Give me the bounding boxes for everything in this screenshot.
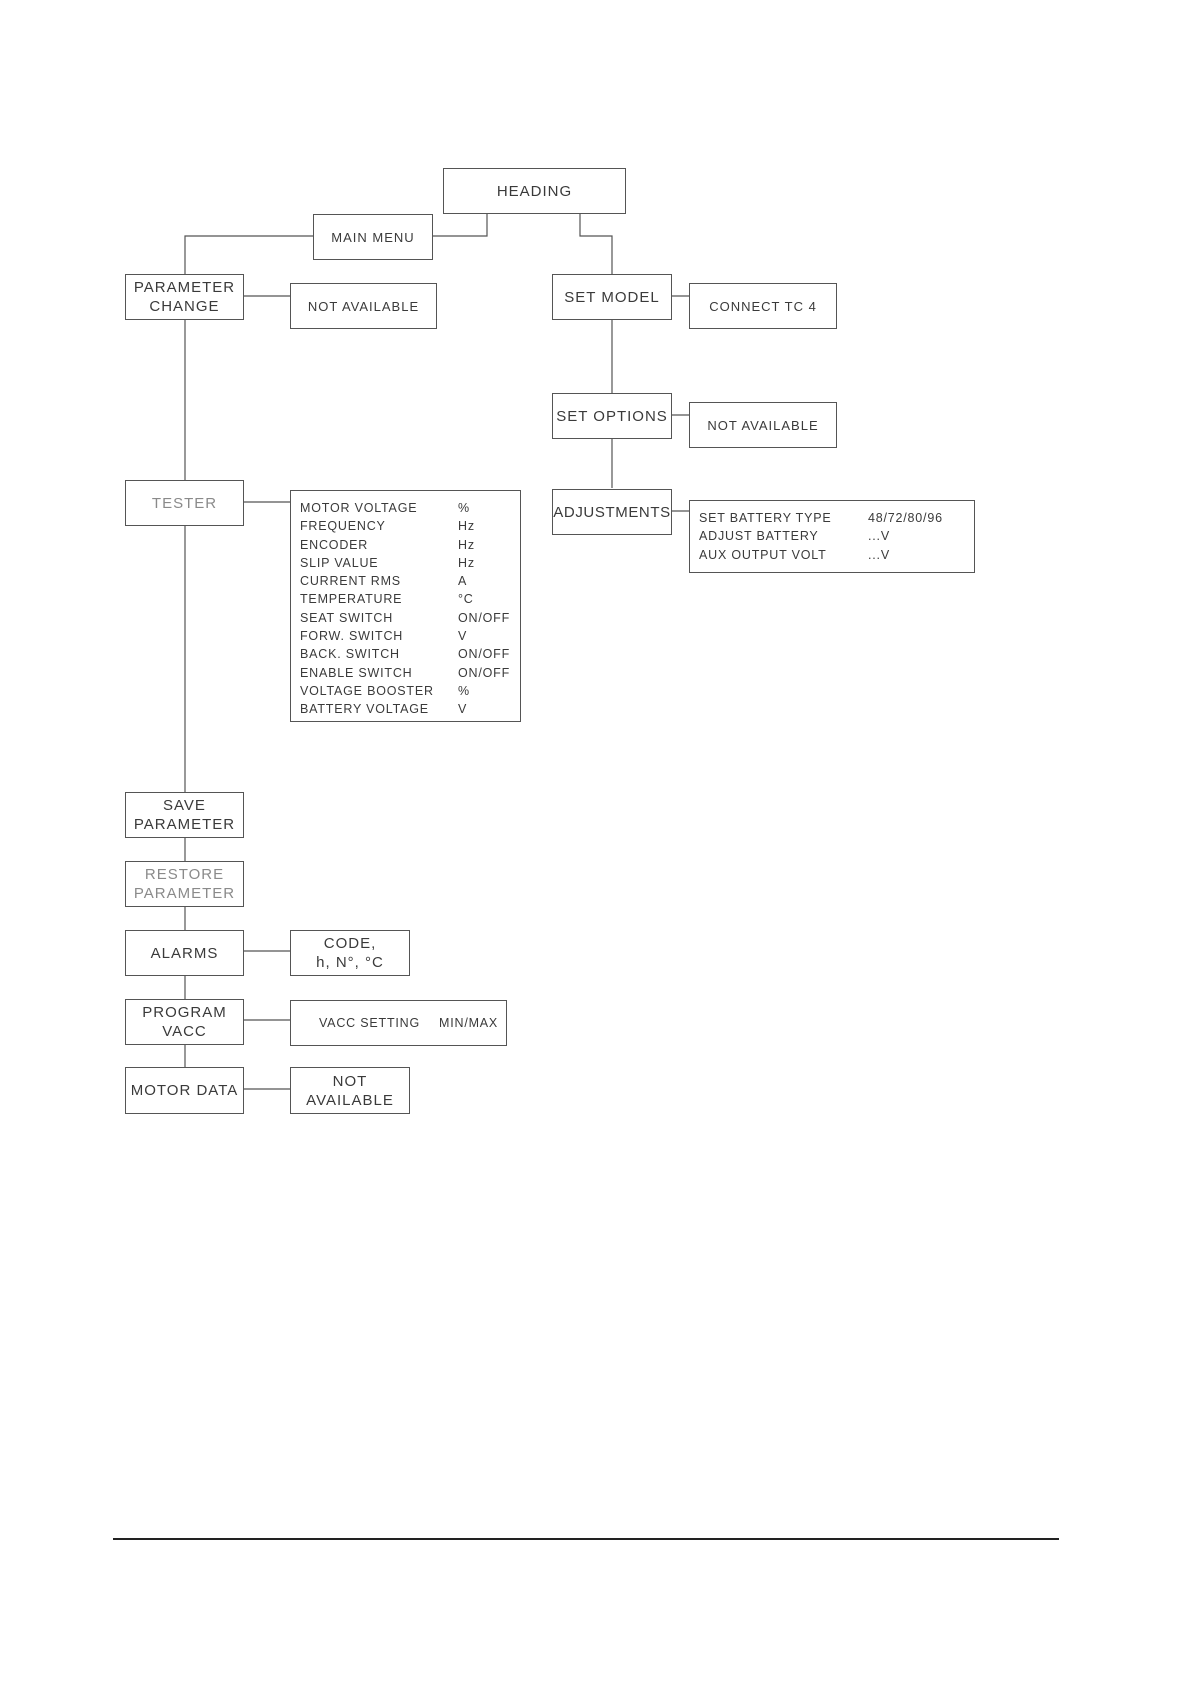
parameter-change-detail-box: NOT AVAILABLE (290, 283, 437, 329)
heading-label: HEADING (496, 182, 573, 200)
alarms-box: ALARMS (125, 930, 244, 976)
tester-item-row: TEMPERATURE °C (300, 590, 520, 608)
tester-item-row: SLIP VALUE Hz (300, 554, 520, 572)
connector-mainmenu-spine (184, 235, 313, 274)
motor-data-detail-box: NOT AVAILABLE (290, 1067, 410, 1114)
parameter-change-line-2: CHANGE (149, 298, 220, 315)
tester-item-row: CURRENT RMS A (300, 572, 520, 590)
tester-item-value: ON/OFF (458, 610, 511, 625)
tester-item-value: ON/OFF (458, 647, 511, 662)
tester-item-value: Hz (458, 537, 475, 552)
program-vacc-line-2: VACC (162, 1023, 207, 1040)
adjustment-item-row: SET BATTERY TYPE 48/72/80/96 (699, 509, 974, 527)
restore-parameter-line-1: RESTORE (144, 866, 225, 883)
vacc-setting-label: VACC SETTING (318, 1015, 421, 1030)
restore-parameter-line-2: PARAMETER (133, 885, 236, 902)
set-model-detail-label: CONNECT TC 4 (709, 298, 817, 314)
adjustment-item-label: AUX OUTPUT VOLT (699, 547, 827, 562)
adjustment-item-label: ADJUST BATTERY (699, 529, 819, 544)
program-vacc-detail-box: VACC SETTING MIN/MAX (290, 1000, 507, 1046)
save-parameter-line-1: SAVE (163, 797, 206, 814)
adjustment-item-value: ...V (868, 547, 890, 562)
alarms-detail-line-1: CODE, (323, 935, 377, 952)
tester-item-row: FORW. SWITCH V (300, 627, 520, 645)
tester-item-label: CURRENT RMS (300, 574, 401, 589)
tester-item-value: ON/OFF (458, 665, 511, 680)
tester-item-label: ENCODER (300, 537, 369, 552)
motor-data-detail-line-1: NOT (332, 1072, 368, 1090)
tester-item-row: ENABLE SWITCH ON/OFF (300, 664, 520, 682)
tester-item-label: ENABLE SWITCH (300, 665, 413, 680)
tester-item-row: BACK. SWITCH ON/OFF (300, 645, 520, 663)
save-parameter-line-2: PARAMETER (133, 816, 236, 833)
footer-rule (113, 1538, 1059, 1540)
tester-item-label: MOTOR VOLTAGE (300, 501, 418, 515)
tester-item-label: TEMPERATURE (300, 592, 403, 607)
main-menu-box: MAIN MENU (313, 214, 433, 260)
tester-item-value: °C (458, 592, 474, 607)
tester-item-row: BATTERY VOLTAGE V (300, 700, 520, 718)
tester-item-row: MOTOR VOLTAGE% (300, 499, 520, 517)
tester-item-row: VOLTAGE BOOSTER% (300, 682, 520, 700)
set-options-label: SET OPTIONS (556, 407, 668, 425)
tester-item-value: % (458, 501, 470, 515)
tester-item-row: FREQUENCY Hz (300, 517, 520, 535)
alarms-label: ALARMS (150, 944, 219, 962)
adjustment-item-row: AUX OUTPUT VOLT ...V (699, 546, 974, 564)
connector-heading-mainmenu (433, 214, 488, 237)
adjustments-label: ADJUSTMENTS (553, 503, 671, 521)
tester-item-label: FREQUENCY (300, 519, 386, 534)
adjustment-item-row: ADJUST BATTERY ...V (699, 527, 974, 545)
motor-data-label: MOTOR DATA (130, 1082, 239, 1099)
connector-heading-setmodel (579, 214, 613, 274)
parameter-change-box: PARAMETER CHANGE (125, 274, 244, 320)
set-options-detail-box: NOT AVAILABLE (689, 402, 837, 448)
save-parameter-box: SAVE PARAMETER (125, 792, 244, 838)
tester-item-value: V (458, 629, 468, 644)
main-menu-label: MAIN MENU (331, 229, 415, 245)
program-vacc-box: PROGRAM VACC (125, 999, 244, 1045)
set-model-detail-box: CONNECT TC 4 (689, 283, 837, 329)
tester-item-label: SEAT SWITCH (300, 610, 394, 625)
tester-item-label: FORW. SWITCH (300, 629, 404, 644)
tester-item-row: SEAT SWITCH ON/OFF (300, 609, 520, 627)
set-model-label: SET MODEL (564, 288, 660, 306)
parameter-change-detail-label: NOT AVAILABLE (307, 298, 420, 314)
restore-parameter-box: RESTORE PARAMETER (125, 861, 244, 907)
motor-data-box: MOTOR DATA (125, 1067, 244, 1114)
vacc-setting-value: MIN/MAX (439, 1015, 499, 1030)
set-options-box: SET OPTIONS (552, 393, 672, 439)
tester-item-value: V (458, 702, 468, 717)
program-vacc-line-1: PROGRAM (142, 1004, 227, 1021)
tester-item-label: BACK. SWITCH (300, 647, 400, 662)
tester-item-label: VOLTAGE BOOSTER (300, 683, 434, 698)
tester-item-label: BATTERY VOLTAGE (300, 702, 429, 717)
tester-item-value: % (458, 683, 470, 698)
set-model-box: SET MODEL (552, 274, 672, 320)
tester-item-value: Hz (458, 555, 475, 570)
adjustment-item-value: ...V (868, 529, 890, 544)
set-options-detail-label: NOT AVAILABLE (707, 417, 819, 433)
tester-item-label: SLIP VALUE (300, 555, 379, 570)
motor-data-detail-line-2: AVAILABLE (306, 1091, 394, 1109)
alarms-detail-line-2: h, N°, °C (316, 954, 384, 971)
tester-item-value: A (458, 574, 468, 589)
heading-box: HEADING (443, 168, 626, 214)
adjustment-item-value: 48/72/80/96 (868, 511, 943, 525)
tester-label: TESTER (151, 494, 218, 512)
tester-box: TESTER (125, 480, 244, 526)
tester-item-row: ENCODER Hz (300, 536, 520, 554)
parameter-change-line-1: PARAMETER (133, 279, 236, 296)
alarms-detail-box: CODE, h, N°, °C (290, 930, 410, 976)
adjustment-item-label: SET BATTERY TYPE (699, 511, 832, 525)
tester-item-value: Hz (458, 519, 475, 534)
adjustments-box: ADJUSTMENTS (552, 489, 672, 535)
